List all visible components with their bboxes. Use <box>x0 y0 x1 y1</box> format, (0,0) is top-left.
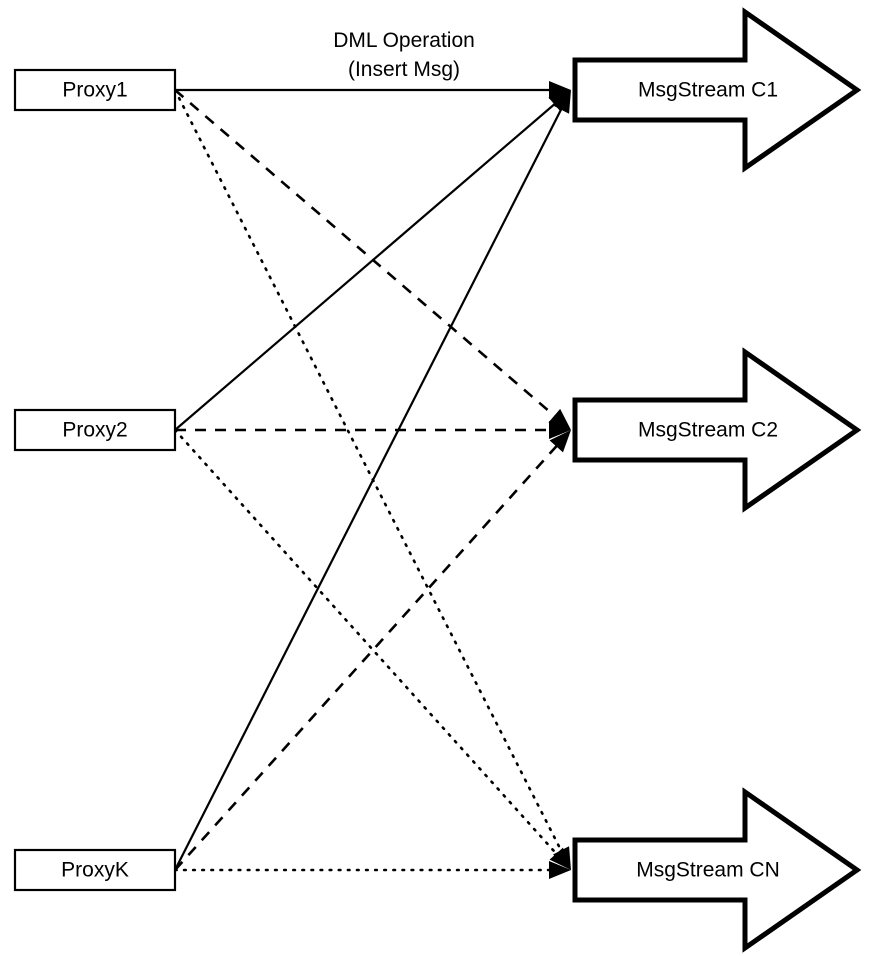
edge-proxyk-to-c2 <box>174 430 571 871</box>
proxy2[interactable]: Proxy2 <box>13 408 177 452</box>
proxy1-label: Proxy1 <box>62 79 127 102</box>
proxyk[interactable]: ProxyK <box>13 848 177 892</box>
stream-cn-shape[interactable] <box>572 787 862 953</box>
edge-proxy2-to-cn <box>173 428 571 870</box>
stream-cn-label: MsgStream CN <box>636 859 780 882</box>
edge-proxy2-to-c2 <box>175 421 571 439</box>
stream-c1[interactable]: MsgStream C1 <box>572 7 862 173</box>
edge-line-solid <box>174 97 563 431</box>
dml-operation-label-line2: (Insert Msg) <box>348 58 460 81</box>
labels-layer: DML Operation (Insert Msg) <box>333 29 475 81</box>
edge-line-dashed <box>174 438 564 871</box>
edge-arrowhead <box>549 847 571 870</box>
proxy1[interactable]: Proxy1 <box>13 68 177 112</box>
edge-proxy1-to-c1 <box>175 81 571 99</box>
proxy2-box[interactable] <box>13 408 177 452</box>
edge-line-dotted <box>173 88 567 861</box>
proxy1-box[interactable] <box>13 68 177 112</box>
edge-arrowhead <box>548 408 571 430</box>
stream-c1-label: MsgStream C1 <box>638 79 778 102</box>
edge-line-solid <box>174 100 567 871</box>
edges-layer <box>173 81 571 879</box>
edge-arrowhead <box>549 421 571 439</box>
stream-c1-shape[interactable] <box>572 7 862 173</box>
edge-proxyk-to-cn <box>173 861 571 879</box>
edge-arrowhead <box>553 90 571 114</box>
edge-proxyk-to-c1 <box>174 90 571 871</box>
streams-layer: MsgStream C1 MsgStream C2 MsgStream CN <box>572 7 862 953</box>
stream-c2-label: MsgStream C2 <box>638 419 778 442</box>
edge-arrowhead <box>549 81 571 99</box>
edge-proxy1-to-c2 <box>174 89 571 430</box>
edge-line-dashed <box>174 89 563 424</box>
proxyk-label: ProxyK <box>61 859 129 882</box>
stream-c2[interactable]: MsgStream C2 <box>572 347 862 513</box>
stream-c2-shape[interactable] <box>572 347 862 513</box>
dml-operation-label-line1: DML Operation <box>333 29 475 52</box>
stream-cn[interactable]: MsgStream CN <box>572 787 862 953</box>
proxy2-label: Proxy2 <box>62 419 127 442</box>
proxyk-box[interactable] <box>13 848 177 892</box>
edge-arrowhead <box>549 861 571 879</box>
edge-arrowhead <box>549 430 571 453</box>
edge-line-dotted <box>173 428 565 863</box>
